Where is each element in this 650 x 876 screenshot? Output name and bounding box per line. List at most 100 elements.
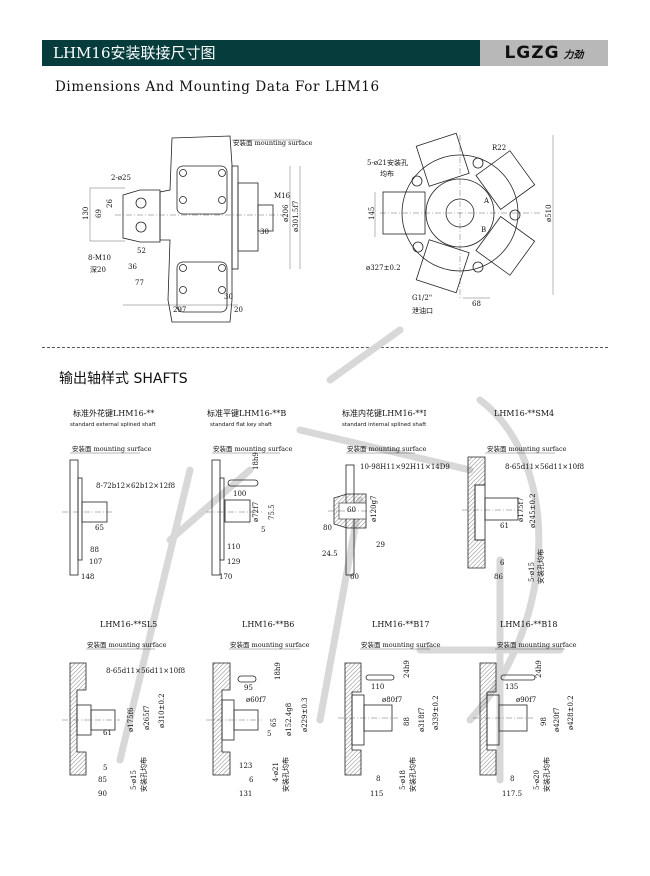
- dim-label: 61: [500, 522, 509, 530]
- dim-label: 60: [350, 573, 359, 581]
- shaft-sl5: LHM16-**SL5 安装面 mounting surface 8-65d11…: [62, 620, 185, 798]
- dim-label: 6: [249, 776, 254, 784]
- dim-label: 4-ø21: [272, 762, 280, 782]
- dim-label: 110: [227, 543, 240, 551]
- dim-label: 24h9: [403, 660, 411, 678]
- mounting-surface-label: 安装面 mounting surface: [361, 640, 441, 649]
- dim-label: 75.5: [268, 504, 276, 520]
- dim-label: 98: [540, 717, 548, 726]
- dim-label: 297: [173, 306, 186, 314]
- dim-label: 95: [244, 684, 253, 692]
- shaft-title: LHM16-**B18: [500, 620, 557, 629]
- dim-label: 107: [89, 558, 102, 566]
- mounting-surface-label: 安装面 mounting surface: [487, 444, 567, 453]
- dim-label: 36: [128, 263, 137, 271]
- shaft-subtitle: standard external splined shaft: [70, 422, 157, 428]
- dim-label: ø80f7: [382, 696, 402, 704]
- dim-label: ø120g7: [370, 495, 378, 522]
- section-divider: [42, 347, 608, 348]
- dim-label: 123: [239, 762, 252, 770]
- header-bar: LHM16安装联接尺寸图 LGZG 力劲: [42, 40, 608, 66]
- dim-label: 5-ø20: [533, 770, 541, 790]
- dim-label: ø318f7: [418, 707, 426, 732]
- dim-label: ø265f7: [143, 705, 151, 730]
- dim-label: 100: [233, 490, 246, 498]
- dim-label: 2-ø25: [111, 174, 131, 182]
- dim-label: 30: [224, 293, 233, 301]
- dim-label: 69: [95, 209, 103, 218]
- dim-label: 18h9: [274, 662, 282, 680]
- dim-label: 170: [219, 573, 232, 581]
- dim-label: ø90f7: [516, 696, 536, 704]
- dim-label: 泄油口: [412, 306, 433, 315]
- mounting-surface-label: 安装面 mounting surface: [213, 444, 293, 453]
- dim-label: 80: [323, 524, 332, 532]
- shaft-flat-key: 标准平键LHM16-**B standard flat key shaft 安装…: [206, 408, 293, 581]
- mounting-surface-label: 安装面 mounting surface: [497, 640, 577, 649]
- dim-label: 77: [135, 279, 144, 287]
- dim-label: 131: [239, 790, 252, 798]
- dim-label: 5-ø21安装孔: [367, 158, 408, 167]
- shaft-title: 标准平键LHM16-**B: [207, 408, 286, 418]
- dim-label: 88: [403, 717, 411, 726]
- dim-label: 65: [270, 718, 278, 727]
- logo-text: LGZG: [504, 43, 560, 63]
- dim-label: 148: [81, 573, 94, 581]
- dim-label: M16: [274, 192, 291, 200]
- dim-label: 88: [90, 546, 99, 554]
- dim-label: ø310±0.2: [158, 693, 166, 728]
- dim-label: 115: [370, 790, 383, 798]
- brand-logo: LGZG 力劲: [480, 40, 608, 66]
- shaft-title: LHM16-**SL5: [100, 620, 157, 629]
- dim-label: 安装孔均布: [536, 549, 545, 584]
- dim-label: 110: [371, 683, 384, 691]
- shaft-subtitle: standard internal splined shaft: [342, 422, 427, 428]
- dim-label: 5: [267, 730, 271, 738]
- mounting-surface-label: 安装面 mounting surface: [233, 138, 313, 147]
- dim-label: ø245±0.2: [529, 493, 537, 528]
- dim-label: ø175f6: [127, 707, 135, 732]
- dim-label: ø175f7: [517, 497, 525, 522]
- port-a-label: A: [483, 197, 490, 205]
- dim-label: 61: [103, 729, 112, 737]
- dim-label: 5-ø15: [528, 562, 536, 582]
- dim-label: 86: [494, 573, 503, 581]
- dim-label: G1/2": [412, 294, 432, 302]
- dim-label: 85: [98, 776, 107, 784]
- logo-cn-text: 力劲: [563, 49, 584, 61]
- dim-label: ø301.5f7: [292, 201, 300, 232]
- dim-label: 60: [347, 506, 356, 514]
- dim-label: 8: [376, 775, 380, 783]
- dim-label: 26: [106, 199, 114, 208]
- mounting-surface-label: 安装面 mounting surface: [230, 640, 310, 649]
- dim-label: 安装孔均布: [139, 757, 148, 792]
- shaft-b6: LHM16-**B6 安装面 mounting surface 18h9 95 …: [206, 620, 310, 798]
- dim-label: 29: [376, 541, 385, 549]
- watermark-logo: [116, 326, 564, 784]
- dim-label: ø206: [282, 204, 290, 222]
- mounting-surface-label: 安装面 mounting surface: [347, 444, 427, 453]
- dim-label: 129: [227, 558, 240, 566]
- shaft-internal-splined: 标准内花键LHM16-**I standard internal splined…: [322, 408, 450, 581]
- dim-label: ø327±0.2: [366, 264, 401, 272]
- shaft-subtitle: standard flat key shaft: [210, 422, 273, 428]
- dim-label: ø60f7: [246, 696, 266, 704]
- dim-label: 深20: [90, 265, 106, 274]
- page-title: LHM16安装联接尺寸图: [42, 40, 480, 66]
- dim-label: 30: [260, 228, 269, 236]
- dim-label: 145: [368, 207, 376, 220]
- shafts-heading: 输出轴样式 SHAFTS: [59, 371, 188, 387]
- dim-label: 5: [103, 764, 107, 772]
- dim-label: 5-ø18: [399, 770, 407, 790]
- dim-label: 68: [472, 300, 481, 308]
- dim-label: 5: [261, 526, 265, 534]
- dim-label: ø339±0.2: [432, 695, 440, 730]
- dim-label: 均布: [380, 169, 394, 178]
- shaft-title: 标准内花键LHM16-**I: [342, 408, 427, 418]
- dim-label: 安装孔均布: [281, 757, 290, 792]
- dim-label: 130: [82, 207, 90, 220]
- dim-label: ø420f7: [553, 707, 561, 732]
- dim-label: 10-98H11×92H11×14D9: [360, 463, 450, 471]
- end-view-drawing: R22 5-ø21安装孔 均布 145 ø510 ø327±0.2 G1/2" …: [366, 132, 554, 315]
